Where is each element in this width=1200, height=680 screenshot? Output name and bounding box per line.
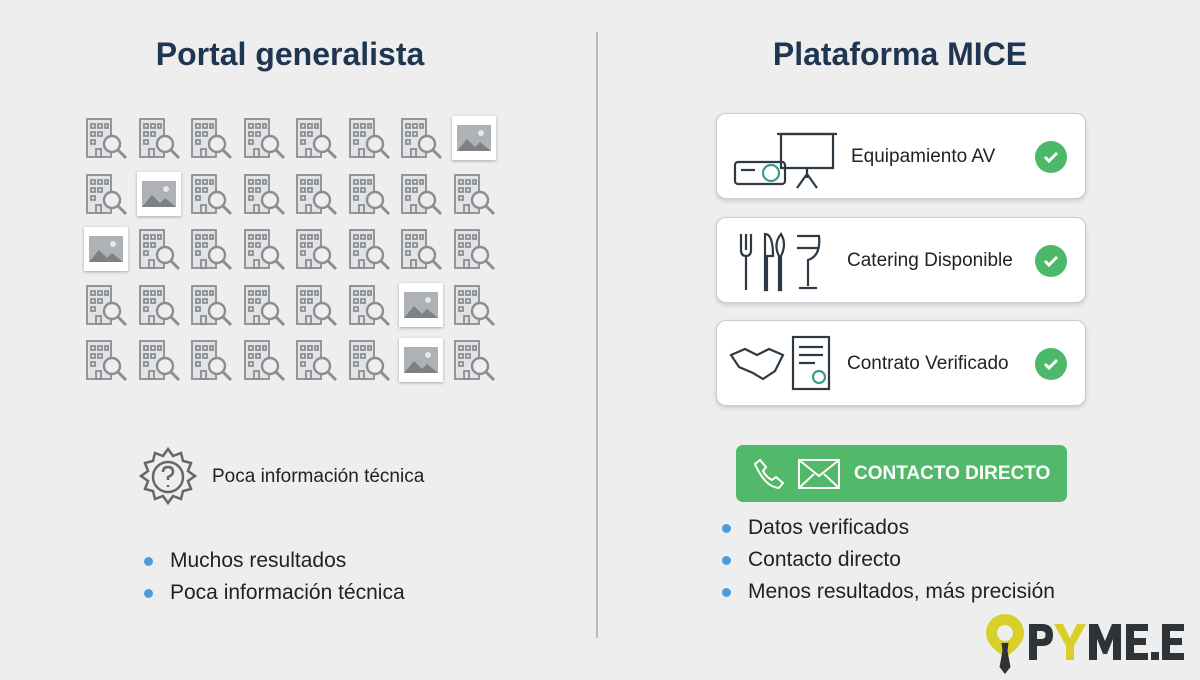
building-search-icon: [137, 116, 183, 162]
image-placeholder-icon: [399, 282, 445, 329]
right-title: Plataforma MICE: [772, 36, 1028, 72]
card-label: Contrato Verificado: [847, 353, 1009, 374]
left-title: Portal generalista: [155, 36, 425, 72]
building-search-icon: [347, 227, 393, 273]
right-bullets: Datos verificados Contacto directo Menos…: [722, 512, 1055, 608]
card-label: Equipamiento AV: [851, 146, 996, 167]
bullet-item: Datos verificados: [722, 512, 1055, 544]
check-icon: [1035, 141, 1067, 173]
card-contract: Contrato Verificado: [716, 320, 1086, 406]
bullet-item: Contacto directo: [722, 544, 1055, 576]
building-search-icon: [137, 227, 183, 273]
building-search-icon: [84, 283, 130, 329]
building-search-icon: [137, 283, 183, 329]
building-search-icon: [399, 227, 445, 273]
check-icon: [1035, 245, 1067, 277]
info-note: Poca información técnica: [136, 445, 424, 509]
bullet-item: Menos resultados, más precisión: [722, 576, 1055, 608]
building-search-icon: [242, 172, 288, 218]
building-search-icon: [452, 283, 498, 329]
building-search-icon: [294, 172, 340, 218]
check-icon: [1035, 348, 1067, 380]
handshake-contract-icon: [729, 335, 831, 391]
pyme-logo: [985, 612, 1195, 675]
card-av: Equipamiento AV: [716, 113, 1086, 199]
image-placeholder-icon: [451, 116, 498, 162]
image-placeholder-icon: [84, 227, 130, 273]
building-search-icon: [294, 116, 340, 162]
building-search-icon: [452, 172, 498, 218]
building-search-icon: [347, 283, 393, 329]
divider: [596, 32, 598, 638]
building-search-icon: [84, 338, 130, 384]
results-grid: [84, 116, 504, 394]
phone-icon: [753, 458, 785, 490]
bullet-item: Poca información técnica: [144, 577, 405, 609]
building-search-icon: [242, 116, 288, 162]
contact-direct-button[interactable]: CONTACTO DIRECTO: [736, 445, 1067, 502]
building-search-icon: [294, 338, 340, 384]
building-search-icon: [242, 227, 288, 273]
image-placeholder-icon: [136, 171, 183, 218]
contact-button-label: CONTACTO DIRECTO: [854, 463, 1051, 484]
building-search-icon: [347, 116, 393, 162]
cutlery-icon: [739, 232, 821, 292]
projector-icon: [733, 132, 837, 189]
building-search-icon: [452, 338, 498, 384]
building-search-icon: [189, 338, 235, 384]
building-search-icon: [294, 283, 340, 329]
building-search-icon: [294, 227, 340, 273]
building-search-icon: [189, 172, 235, 218]
building-search-icon: [242, 283, 288, 329]
building-search-icon: [137, 338, 183, 384]
left-bullets: Muchos resultados Poca información técni…: [144, 545, 405, 609]
card-catering: Catering Disponible: [716, 217, 1086, 303]
building-search-icon: [399, 172, 445, 218]
gear-question-icon: [138, 446, 198, 506]
bullet-item: Muchos resultados: [144, 545, 405, 577]
building-search-icon: [399, 116, 445, 162]
building-search-icon: [347, 338, 393, 384]
building-search-icon: [347, 172, 393, 218]
building-search-icon: [452, 227, 498, 273]
building-search-icon: [189, 116, 235, 162]
card-label: Catering Disponible: [847, 250, 1013, 271]
info-note-text: Poca información técnica: [212, 466, 425, 487]
building-search-icon: [84, 172, 130, 218]
building-search-icon: [84, 116, 130, 162]
mail-icon: [798, 459, 840, 489]
building-search-icon: [242, 338, 288, 384]
image-placeholder-icon: [399, 338, 445, 384]
building-search-icon: [189, 283, 235, 329]
building-search-icon: [189, 227, 235, 273]
